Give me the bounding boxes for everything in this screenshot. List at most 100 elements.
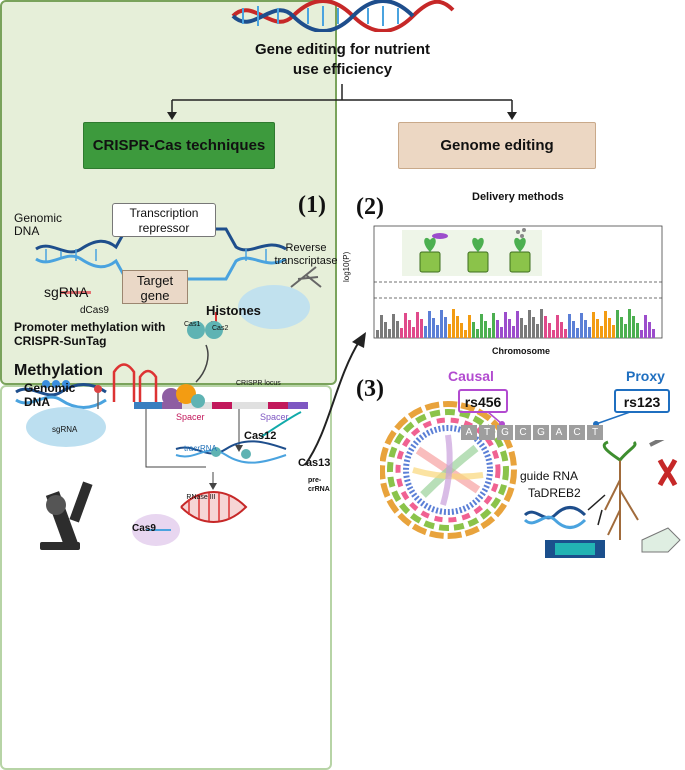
manhattan-bar <box>524 325 527 338</box>
rs-proxy-box: rs123 <box>614 389 670 413</box>
manhattan-bar <box>536 324 539 338</box>
manhattan-bar <box>636 323 639 338</box>
manhattan-bar <box>392 314 395 338</box>
plant-editing-illustration <box>523 440 681 558</box>
target-gene-label: Target gene <box>122 270 188 304</box>
manhattan-bar <box>576 328 579 338</box>
manhattan-bar <box>600 326 603 338</box>
base-6: A <box>551 425 567 440</box>
manhattan-bar <box>568 314 571 338</box>
manhattan-bar <box>628 309 631 338</box>
manhattan-bar <box>544 316 547 338</box>
manhattan-bar <box>540 309 543 338</box>
panel-2-number: (2) <box>356 194 384 220</box>
manhattan-bar <box>444 317 447 338</box>
causal-label: Causal <box>448 368 494 384</box>
manhattan-bar <box>388 329 391 338</box>
cas12-label: Cas12 <box>244 430 277 442</box>
manhattan-bar <box>480 314 483 338</box>
panel-3-number: (3) <box>356 376 384 402</box>
manhattan-bar <box>384 322 387 338</box>
manhattan-bar <box>516 311 519 338</box>
manhattan-bar <box>640 330 643 338</box>
promoter-methylation-label: Promoter methylation with CRISPR-SunTag <box>14 320 166 348</box>
manhattan-bar <box>612 325 615 338</box>
cas9-label: Cas9 <box>132 523 156 534</box>
manhattan-bar <box>632 316 635 338</box>
manhattan-bar <box>472 322 475 338</box>
cas1-label: Cas1 <box>184 321 201 328</box>
manhattan-bar <box>580 313 583 338</box>
title-line-1: Gene editing for nutrient <box>255 41 430 58</box>
y-axis-label: log10(P) <box>342 251 351 282</box>
manhattan-bar <box>468 315 471 338</box>
tracrrna-label: tracrRNA <box>184 444 217 453</box>
manhattan-bar <box>396 321 399 338</box>
base-5: G <box>533 425 549 440</box>
genome-editing-box: Genome editing <box>398 122 596 169</box>
manhattan-bar <box>440 310 443 338</box>
dna-helix-icon <box>231 0 455 32</box>
spacer-1-label: Spacer <box>176 412 205 422</box>
spacer-2-label: Spacer <box>260 412 289 422</box>
manhattan-bar <box>512 326 515 338</box>
manhattan-bar <box>408 320 411 338</box>
base-7: C <box>569 425 585 440</box>
manhattan-bar <box>460 323 463 338</box>
manhattan-bar <box>552 330 555 338</box>
manhattan-bar <box>620 317 623 338</box>
tadreb2-label: TaDREB2 <box>528 486 581 500</box>
sgrna-small-label: sgRNA <box>52 425 78 434</box>
cas13-label: Cas13 <box>298 457 331 469</box>
manhattan-bar <box>548 323 551 338</box>
manhattan-bar <box>652 329 655 338</box>
base-sequence: A T G C G A C T <box>461 425 603 440</box>
manhattan-bar <box>504 312 507 338</box>
branch-connector <box>167 84 517 120</box>
manhattan-bar <box>464 330 467 338</box>
crispr-cas-label: CRISPR-Cas techniques <box>92 137 266 154</box>
manhattan-bar <box>376 330 379 338</box>
manhattan-bar <box>592 312 595 338</box>
manhattan-bar <box>572 321 575 338</box>
crispr-illustration <box>15 227 322 550</box>
manhattan-bar <box>484 321 487 338</box>
reverse-transcriptase-label: Reverse transcriptase <box>274 242 338 267</box>
proxy-label: Proxy <box>626 368 665 384</box>
manhattan-bar <box>564 329 567 338</box>
manhattan-bar <box>452 309 455 338</box>
manhattan-bar <box>556 315 559 338</box>
curved-arrow <box>304 332 366 466</box>
guide-rna-label: guide RNA <box>520 469 579 483</box>
manhattan-bar <box>648 322 651 338</box>
genomic-dna-2-label: Genomic DNA <box>24 381 76 409</box>
manhattan-bar <box>428 311 431 338</box>
circos-plot <box>380 401 517 539</box>
rs-causal-box: rs456 <box>458 389 508 413</box>
dcas9-label: dCas9 <box>80 305 109 316</box>
manhattan-bar <box>532 317 535 338</box>
manhattan-bar <box>432 318 435 338</box>
manhattan-bar <box>416 312 419 338</box>
manhattan-bar <box>616 310 619 338</box>
cas2-label: Cas2 <box>212 325 229 332</box>
manhattan-bar <box>560 322 563 338</box>
crispr-cas-box: CRISPR-Cas techniques <box>83 122 275 169</box>
base-8: T <box>587 425 603 440</box>
manhattan-bar <box>448 324 451 338</box>
sgrna-label: sgRNA <box>44 284 89 300</box>
genomic-dna-label: Genomic DNA <box>14 211 63 238</box>
manhattan-plot <box>373 225 663 339</box>
manhattan-bar <box>500 327 503 338</box>
histones-label: Histones <box>206 303 261 318</box>
manhattan-bar <box>508 319 511 338</box>
manhattan-bar <box>488 328 491 338</box>
methylation-label: Methylation <box>14 362 103 379</box>
chromosome-label: Chromosome <box>492 346 551 356</box>
manhattan-bar <box>604 311 607 338</box>
manhattan-bar <box>528 310 531 338</box>
manhattan-bar <box>624 324 627 338</box>
manhattan-bar <box>608 318 611 338</box>
manhattan-bar <box>412 327 415 338</box>
manhattan-bar <box>424 326 427 338</box>
